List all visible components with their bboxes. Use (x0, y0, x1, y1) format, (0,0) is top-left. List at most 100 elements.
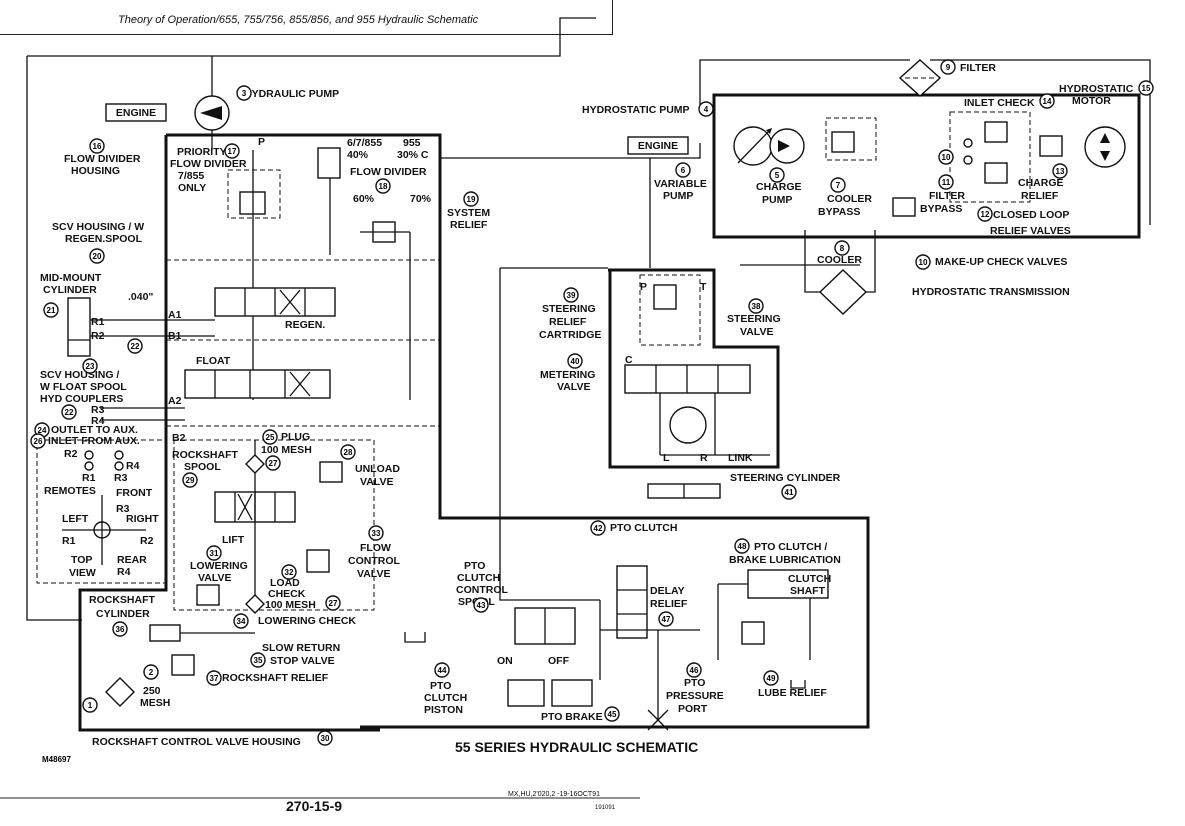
callout-26: 26 (30, 433, 46, 449)
label-labels-filter-bypass-0: FILTER (929, 190, 965, 202)
label-callouts-c27: 27 (269, 459, 278, 468)
label-labels-inlet-check: INLET CHECK (964, 97, 1035, 109)
delay-relief (616, 565, 648, 639)
label-callouts-c38: 38 (752, 302, 761, 311)
label-labels-pct70: 70% (410, 193, 432, 205)
label-labels-regen: REGEN. (285, 319, 325, 331)
lowering-valve (196, 584, 220, 606)
unload-valve (319, 461, 343, 483)
label-callouts-c8: 8 (840, 244, 845, 253)
label-labels-variable-pump-0: VARIABLE (654, 178, 707, 190)
label-callouts-c28: 28 (344, 448, 353, 457)
label-labels-a1: A1 (168, 309, 182, 321)
label-labels-r4: R4 (91, 415, 105, 427)
callout-49: 49 (763, 670, 779, 686)
label-labels-flow-control-1: CONTROL (348, 555, 400, 567)
label-labels-right: RIGHT (126, 513, 159, 525)
label-labels-rear: REAR (117, 554, 147, 566)
pto-brake (551, 679, 593, 707)
page-title: Theory of Operation/655, 755/756, 855/85… (118, 14, 479, 26)
callout-22b: 22 (61, 404, 77, 420)
label-labels-delay-relief-1: RELIEF (650, 598, 688, 610)
label-labels-top-view-1: VIEW (69, 567, 96, 579)
label-callouts-c6: 6 (681, 166, 686, 175)
label-labels-ratio-head-2: 40% (347, 149, 369, 161)
doc-ref: MX,HU,2'020,2 -19-16OCT91 (508, 791, 600, 798)
label-labels-pto-spool-1: CLUTCH (457, 572, 500, 584)
label-labels-r2: R2 (64, 448, 78, 460)
label-labels-steering-cylinder: STEERING CYLINDER (730, 472, 841, 484)
callout-15: 15 (1138, 80, 1154, 96)
callout-39: 39 (563, 287, 579, 303)
lube-relief (741, 621, 765, 645)
callout-12: 12 (977, 206, 993, 222)
label-labels-r2: R2 (140, 535, 154, 547)
rockshaft-cylinder (149, 624, 255, 642)
callout-13: 13 (1052, 163, 1068, 179)
label-labels-steering-relief-2: CARTRIDGE (539, 329, 601, 341)
label-callouts-c24: 24 (38, 426, 47, 435)
label-labels-orifice: .040" (128, 291, 153, 303)
label-callouts-c11: 11 (942, 178, 951, 187)
label-labels-pto-port-2: PORT (678, 703, 708, 715)
label-labels-hydrostatic-motor-1: MOTOR (1072, 95, 1111, 107)
callout-37: 37 (206, 670, 222, 686)
callout-6: 6 (675, 162, 691, 178)
label-labels-charge-pump-0: CHARGE (756, 181, 802, 193)
rockshaft-relief (171, 654, 195, 676)
metering-valve (624, 364, 751, 394)
label-labels-scv-float-1: W FLOAT SPOOL (40, 381, 127, 393)
housing-outlines (78, 93, 1141, 732)
label-labels-pto-port-1: PRESSURE (666, 690, 724, 702)
callout-36: 36 (112, 621, 128, 637)
callout-31: 31 (206, 545, 222, 561)
label-labels-r1: R1 (91, 316, 105, 328)
label-labels-l: L (663, 452, 670, 464)
callout-2: 2 (143, 664, 159, 680)
label-labels-steering-relief-1: RELIEF (549, 316, 587, 328)
label-labels-charge-relief-1: RELIEF (1021, 190, 1059, 202)
label-labels-remotes: REMOTES (44, 485, 96, 497)
schematic-caption: 55 SERIES HYDRAULIC SCHEMATIC (455, 739, 698, 755)
label-labels-t: T (700, 281, 707, 293)
label-p: P (258, 136, 265, 148)
label-callouts-c25: 25 (266, 433, 275, 442)
callout-20: 20 (89, 248, 105, 264)
label-labels-off: OFF (548, 655, 570, 667)
callout-10: 10 (938, 149, 954, 165)
label-callouts-c42: 42 (594, 524, 603, 533)
label-labels-scv-regen-1: REGEN.SPOOL (65, 233, 143, 245)
label-labels-flow-divider: FLOW DIVIDER (350, 166, 427, 178)
engine-box-right: ENGINE (627, 136, 689, 155)
label-labels-variable-pump-1: PUMP (663, 190, 693, 202)
filter-250-mesh (105, 677, 135, 707)
callout-5: 5 (769, 167, 785, 183)
label-labels-pto-piston-2: PISTON (424, 704, 463, 716)
callout-32: 32 (281, 564, 297, 580)
label-labels-rockshaft-spool-1: SPOOL (184, 461, 221, 473)
label-labels-unload-valve-0: UNLOAD (355, 463, 400, 475)
label-labels-priority-0: PRIORITY (177, 146, 227, 158)
top-view-cross (62, 450, 146, 565)
steering-relief-cartridge (639, 274, 701, 346)
hydraulic-pump (194, 95, 230, 131)
flow-divider-valves (227, 147, 411, 400)
callout-30: 30 (317, 730, 333, 746)
label-callouts-c22: 22 (131, 342, 140, 351)
pto-control-spool (514, 607, 576, 645)
label-labels-pto-spool-0: PTO (464, 560, 485, 572)
callout-19: 19 (463, 191, 479, 207)
label-callouts-c33: 33 (372, 529, 381, 538)
callout-14: 14 (1039, 93, 1055, 109)
callout-11: 11 (938, 174, 954, 190)
label-callouts-c1: 1 (88, 701, 93, 710)
label-labels-system-relief-0: SYSTEM (447, 207, 490, 219)
label-callouts-c18: 18 (379, 182, 388, 191)
label-labels-link: LINK (728, 452, 753, 464)
callout-46: 46 (686, 662, 702, 678)
callout-9: 9 (940, 59, 956, 75)
label-labels-clutch-shaft-0: CLUTCH (788, 573, 831, 585)
callout-40: 40 (567, 353, 583, 369)
label-labels-r: R (700, 452, 708, 464)
page-number: 270-15-9 (286, 798, 342, 814)
